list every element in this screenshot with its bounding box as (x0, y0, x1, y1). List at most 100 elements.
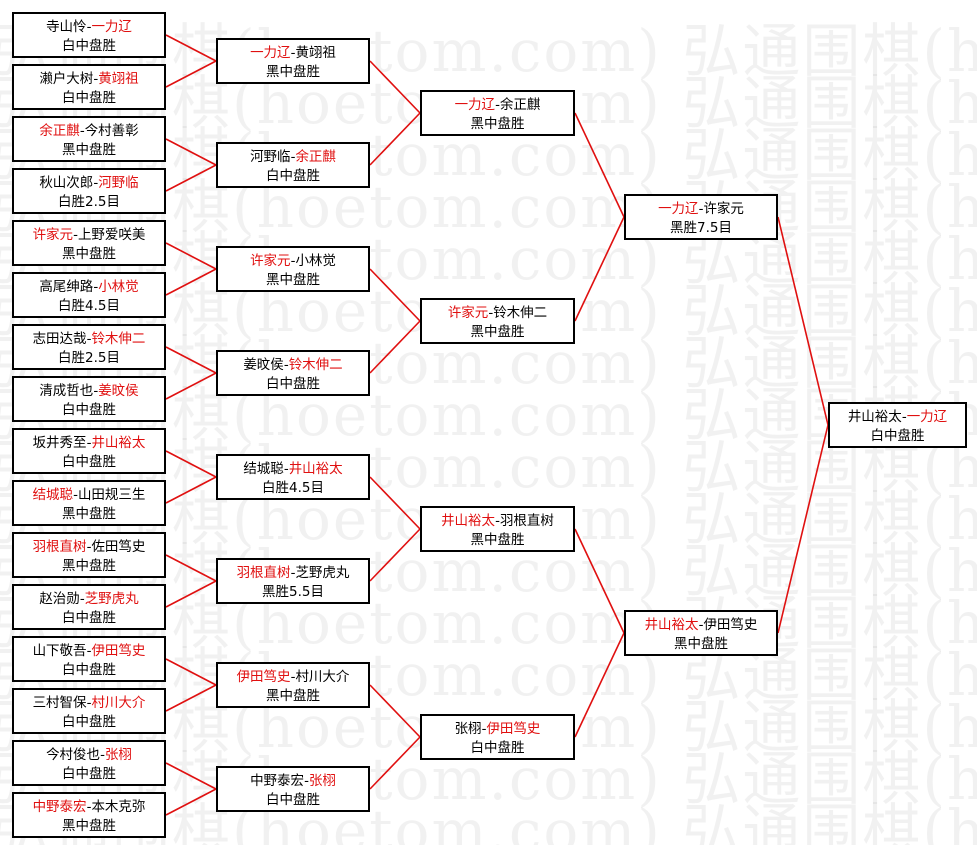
match-box: 高尾绅路-小林觉白胜4.5目 (12, 272, 166, 318)
vs-dash: - (79, 591, 85, 607)
connector-line (165, 580, 217, 608)
match-players: 寺山怜-一力辽 (14, 18, 164, 37)
match-players: 清成哲也-姜旼侯 (14, 382, 164, 401)
player-b: 伊田笃史 (91, 643, 146, 659)
vs-dash: - (93, 175, 99, 191)
match-result: 黑中盘胜 (62, 558, 116, 574)
player-a: 一力辽 (250, 45, 291, 61)
player-b: 村川大介 (91, 695, 146, 711)
match-box: 伊田笃史-村川大介黑中盘胜 (216, 662, 370, 708)
vs-dash: - (481, 721, 487, 737)
player-b: 河野临 (98, 175, 139, 191)
player-a: 伊田笃史 (236, 669, 291, 685)
connector-line (369, 112, 421, 166)
player-a: 结城聪 (243, 461, 284, 477)
match-box: 结城聪-山田规三生黑中盘胜 (12, 480, 166, 526)
match-box: 河野临-余正麒白中盘胜 (216, 142, 370, 188)
connector-line (777, 424, 829, 634)
match-box: 井山裕太-一力辽白中盘胜 (828, 402, 967, 448)
connector-line (165, 164, 217, 192)
match-box: 许家元-上野爱咲美黑中盘胜 (12, 220, 166, 266)
match-players: 井山裕太-一力辽 (830, 408, 965, 427)
connector-line (165, 762, 217, 790)
connector-line (165, 684, 217, 712)
vs-dash: - (86, 539, 92, 555)
connector-line (165, 450, 217, 478)
match-players: 高尾绅路-小林觉 (14, 278, 164, 297)
match-players: 一力辽-黄翊祖 (218, 44, 368, 63)
player-a: 井山裕太 (644, 617, 699, 633)
player-a: 濑户大树 (39, 71, 94, 87)
match-result: 白中盘胜 (62, 454, 116, 470)
match-box: 三村智保-村川大介白中盘胜 (12, 688, 166, 734)
match-box: 许家元-铃木伸二黑中盘胜 (420, 298, 575, 344)
match-box: 赵治勋-芝野虎丸白中盘胜 (12, 584, 166, 630)
connector-line (574, 632, 625, 738)
vs-dash: - (495, 97, 500, 113)
player-a: 赵治勋 (39, 591, 80, 607)
player-b: 铃木伸二 (91, 331, 146, 347)
match-result: 黑胜7.5目 (670, 220, 732, 236)
player-b: 黄翊祖 (295, 45, 336, 61)
match-result: 黑中盘胜 (62, 246, 116, 262)
match-result: 黑胜5.5目 (262, 584, 324, 600)
vs-dash: - (488, 305, 494, 321)
vs-dash: - (901, 409, 907, 425)
connector-line (165, 138, 217, 166)
match-box: 羽根直树-佐田笃史黑中盘胜 (12, 532, 166, 578)
player-a: 许家元 (250, 253, 291, 269)
player-a: 姜旼侯 (243, 357, 284, 373)
match-box: 许家元-小林觉黑中盘胜 (216, 246, 370, 292)
vs-dash: - (86, 435, 92, 451)
player-b: 芝野虎丸 (295, 565, 350, 581)
match-players: 坂井秀至-井山裕太 (14, 434, 164, 453)
vs-dash: - (86, 799, 92, 815)
player-b: 井山裕太 (288, 461, 343, 477)
player-b: 小林觉 (98, 279, 139, 295)
connector-line (777, 216, 829, 426)
match-result: 白中盘胜 (470, 740, 525, 756)
player-a: 许家元 (447, 305, 489, 321)
match-result: 白中盘胜 (62, 38, 116, 54)
match-result: 黑中盘胜 (266, 688, 320, 704)
connector-line (574, 216, 625, 322)
player-b: 村川大介 (295, 669, 350, 685)
match-players: 赵治勋-芝野虎丸 (14, 590, 164, 609)
player-a: 井山裕太 (847, 409, 902, 425)
match-players: 许家元-铃木伸二 (422, 304, 573, 323)
connector-line (165, 788, 217, 816)
player-b: 伊田笃史 (703, 617, 758, 633)
player-b: 上野爱咲美 (77, 227, 146, 243)
match-players: 三村智保-村川大介 (14, 694, 164, 713)
player-a: 余正麒 (39, 123, 80, 139)
vs-dash: - (283, 461, 289, 477)
match-result: 黑中盘胜 (266, 64, 320, 80)
player-b: 今村善彰 (84, 123, 139, 139)
vs-dash: - (86, 695, 92, 711)
match-box: 志田达哉-铃木伸二白胜2.5目 (12, 324, 166, 370)
match-result: 黑中盘胜 (62, 506, 116, 522)
match-box: 濑户大树-黄翊祖白中盘胜 (12, 64, 166, 110)
vs-dash: - (290, 565, 296, 581)
match-box: 井山裕太-伊田笃史黑中盘胜 (624, 610, 778, 656)
match-box: 山下敬吾-伊田笃史白中盘胜 (12, 636, 166, 682)
player-a: 山下敬吾 (32, 643, 87, 659)
player-a: 羽根直树 (236, 565, 291, 581)
match-box: 余正麒-今村善彰黑中盘胜 (12, 116, 166, 162)
match-box: 清成哲也-姜旼侯白中盘胜 (12, 376, 166, 422)
vs-dash: - (290, 45, 296, 61)
vs-dash: - (73, 227, 78, 243)
match-box: 结城聪-井山裕太白胜4.5目 (216, 454, 370, 500)
player-b: 黄翊祖 (98, 71, 139, 87)
match-result: 白中盘胜 (266, 376, 320, 392)
player-a: 中野泰宏 (32, 799, 87, 815)
player-b: 许家元 (703, 201, 744, 217)
connector-line (369, 684, 421, 738)
match-players: 羽根直树-佐田笃史 (14, 538, 164, 557)
match-result: 白中盘胜 (62, 714, 116, 730)
match-players: 今村俊也-张栩 (14, 746, 164, 765)
connector-line (165, 372, 217, 400)
connector-line (165, 60, 217, 88)
vs-dash: - (290, 253, 296, 269)
match-box: 井山裕太-羽根直树黑中盘胜 (420, 506, 575, 552)
